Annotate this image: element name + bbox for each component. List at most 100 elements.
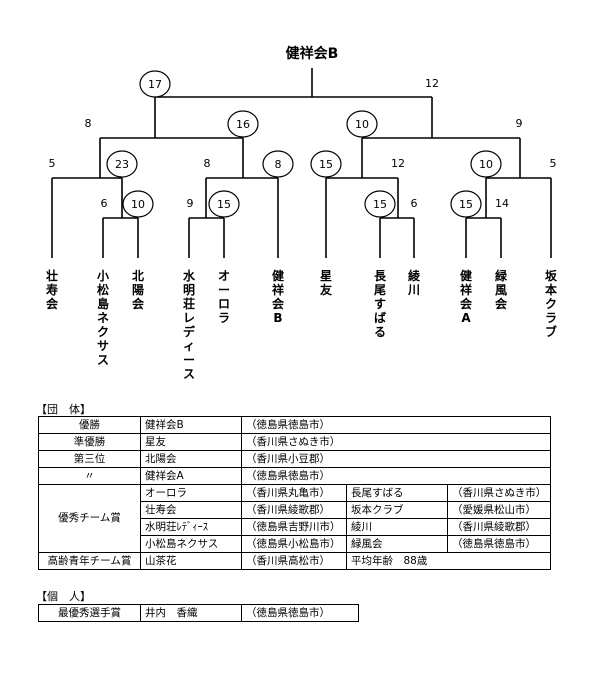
team-name-char: 健	[460, 268, 473, 283]
team-name-char: A	[461, 311, 471, 325]
score-label: 9	[187, 197, 194, 210]
team-name-char: る	[374, 325, 386, 339]
team-name-char: 綾	[408, 268, 421, 283]
score-circle	[470, 150, 502, 178]
score-circle	[310, 150, 342, 178]
score-circle-text: 23	[115, 158, 129, 171]
score-circle-text: 16	[236, 118, 250, 131]
team-location: （香川県綾歌郡）	[446, 518, 552, 536]
team-name-char: 会	[132, 296, 145, 311]
team-name-char: 小	[97, 268, 109, 283]
team-location: （香川県丸亀市）	[241, 484, 347, 502]
team-name-char: 島	[97, 296, 109, 311]
team-name-char: 会	[495, 296, 508, 311]
player-location: （徳島県徳島市）	[241, 604, 359, 622]
score-label: 9	[516, 117, 523, 130]
team-names: 壮寿会小松島ネクサス北陽会水明荘レディースオーロラ健祥会B星友長尾すばる綾川健祥…	[46, 268, 558, 381]
team-location: （徳島県徳島市）	[446, 535, 552, 553]
score-label: 8	[204, 157, 211, 170]
score-circle-text: 15	[373, 198, 387, 211]
team-name-char: 水	[183, 268, 196, 283]
team-name: 壮寿会	[140, 501, 242, 519]
team-name: 健祥会B	[140, 416, 242, 434]
team-name-char: 祥	[460, 282, 472, 297]
team-name-char: ー	[183, 353, 195, 367]
team-section-label: 【団 体】	[36, 403, 91, 416]
team-name-char: ク	[545, 297, 557, 311]
team-name-char: レ	[183, 311, 195, 325]
team-name-char: ブ	[545, 324, 557, 339]
score-circle-text: 10	[355, 118, 369, 131]
team-name: 長尾すばる	[346, 484, 448, 502]
team-name: オーロラ	[140, 484, 242, 502]
award-category: 最優秀選手賞	[38, 604, 141, 622]
score-circle-text: 10	[479, 158, 493, 171]
score-label: 6	[101, 197, 108, 210]
team-name-char: 本	[545, 282, 557, 297]
player-name: 井内 香織	[140, 604, 242, 622]
team-location: （香川県さぬき市）	[240, 433, 552, 451]
table-row: 優秀チーム賞オーロラ（香川県丸亀市）長尾すばる（香川県さぬき市）	[38, 484, 552, 553]
individual-section-label: 【個 人】	[36, 590, 91, 603]
team-name-char: ロ	[218, 297, 230, 311]
award-category: 〃	[38, 467, 141, 485]
table-row: 優勝健祥会B（徳島県徳島市）	[38, 416, 552, 434]
team-name: 健祥会A	[140, 467, 242, 485]
team-name: 北陽会	[140, 450, 242, 468]
individual-results-table: 最優秀選手賞 井内 香織 （徳島県徳島市）	[38, 604, 359, 622]
team-name-char: 会	[272, 296, 285, 311]
score-circle-text: 17	[148, 78, 162, 91]
team-name-char: ィ	[183, 339, 195, 353]
team-name-char: 長	[374, 268, 387, 283]
team-name-char: ラ	[545, 311, 557, 325]
score-label: 5	[550, 157, 557, 170]
score-circle	[364, 190, 396, 218]
score-circle-text: 10	[131, 198, 145, 211]
score-circle-text: 15	[459, 198, 473, 211]
bracket-title: 健祥会B	[286, 45, 339, 62]
team-name-char: 坂	[545, 268, 558, 283]
team-location: （香川県さぬき市）	[446, 484, 552, 502]
team-name-char: ネ	[97, 311, 109, 325]
score-label: 12	[391, 157, 405, 170]
score-circle-text: 15	[319, 158, 333, 171]
team-name-char: ス	[183, 367, 195, 381]
table-row: 壮寿会（香川県綾歌郡）坂本クラブ（愛媛県松山市）	[39, 501, 552, 519]
team-name-char: デ	[183, 324, 196, 339]
team-name: 山茶花	[140, 552, 242, 570]
team-name-char: B	[273, 311, 282, 325]
team-name-char: 緑	[495, 268, 508, 283]
score-circle-text: 15	[217, 198, 231, 211]
team-name: 小松島ネクサス	[140, 535, 242, 553]
team-location: （香川県高松市）	[241, 552, 347, 570]
score-circle	[346, 110, 378, 138]
table-row: 水明荘ﾚﾃﾞｨｰｽ（徳島県吉野川市）綾川（香川県綾歌郡）	[39, 518, 552, 536]
bracket-lines	[51, 68, 552, 258]
score-circle	[106, 150, 138, 178]
team-results-table: 優勝健祥会B（徳島県徳島市）準優勝星友（香川県さぬき市）第三位北陽会（香川県小豆…	[38, 416, 552, 570]
team-name-char: サ	[97, 339, 109, 353]
team-name-char: 会	[460, 296, 473, 311]
table-row: 最優秀選手賞 井内 香織 （徳島県徳島市）	[38, 604, 359, 622]
team-location: （徳島県徳島市）	[240, 467, 552, 485]
team-name: 綾川	[346, 518, 448, 536]
score-circle	[262, 150, 294, 178]
score-circle	[227, 110, 259, 138]
tournament-bracket: 健祥会B 17 12 8 16 10 9 5 23 8 8 15 12 10 5…	[46, 45, 558, 381]
team-name-char: ー	[218, 283, 230, 297]
team-name-char: 松	[97, 282, 109, 297]
score-label: 12	[425, 77, 439, 90]
team-name-char: ラ	[218, 311, 230, 325]
team-name-char: 壮	[46, 268, 58, 283]
table-row: 高齢青年チーム賞山茶花（香川県高松市）平均年齢 88歳	[38, 552, 552, 570]
score-circle-text: 8	[275, 158, 282, 171]
team-name-char: 星	[320, 269, 332, 283]
award-category: 第三位	[38, 450, 141, 468]
team-name-char: 荘	[183, 296, 195, 311]
team-name-char: 健	[272, 268, 285, 283]
table-row: 第三位北陽会（香川県小豆郡）	[38, 450, 552, 468]
score-label: 6	[411, 197, 418, 210]
team-name-char: 川	[407, 283, 420, 297]
team-name-char: 祥	[272, 282, 284, 297]
team-name-char: 寿	[46, 282, 58, 297]
